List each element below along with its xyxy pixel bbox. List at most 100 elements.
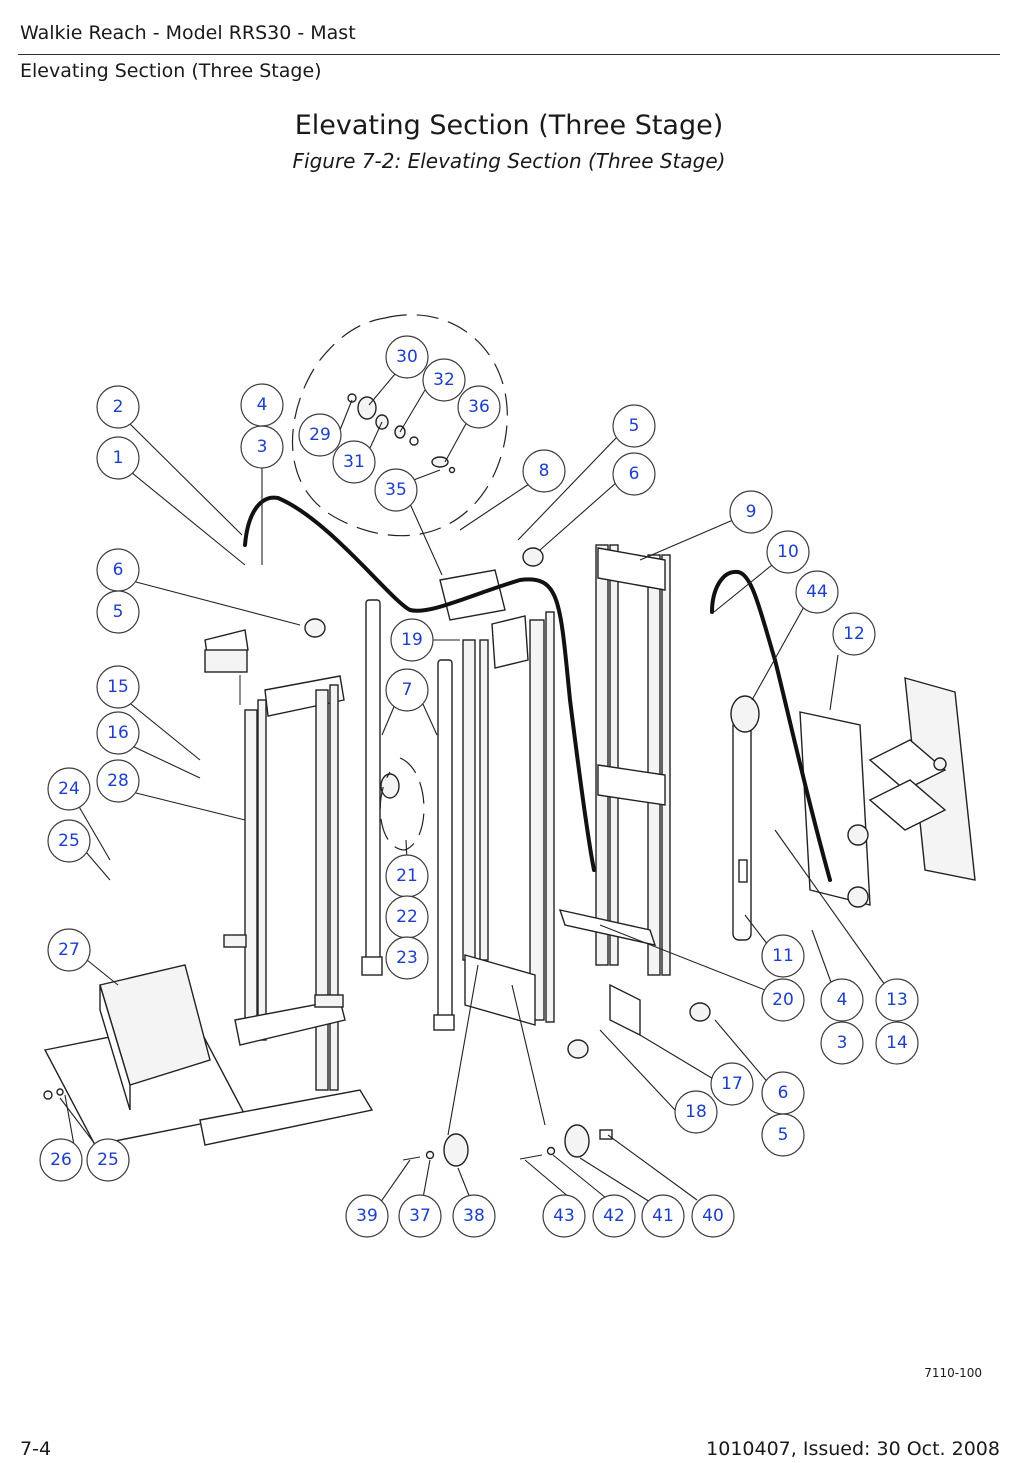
callout-2: 2 xyxy=(96,385,140,429)
callout-label: 4 xyxy=(257,395,268,415)
callout-label: 1 xyxy=(113,448,124,468)
callout-label: 3 xyxy=(257,437,268,457)
callout-label: 11 xyxy=(772,946,794,966)
callout-label: 2 xyxy=(113,397,124,417)
callout-6-bottom: 6 xyxy=(761,1071,805,1115)
callout-37: 37 xyxy=(398,1194,442,1238)
callout-label: 24 xyxy=(58,779,80,799)
callout-label: 6 xyxy=(778,1083,789,1103)
callout-label: 7 xyxy=(402,680,413,700)
callout-label: 26 xyxy=(50,1150,72,1170)
callout-20: 20 xyxy=(761,978,805,1022)
callout-26: 26 xyxy=(39,1138,83,1182)
callout-18: 18 xyxy=(674,1090,718,1134)
callout-label: 21 xyxy=(396,866,418,886)
callout-13: 13 xyxy=(875,978,919,1022)
callout-label: 40 xyxy=(702,1206,724,1226)
page-number: 7-4 xyxy=(20,1438,52,1460)
document-issue: 1010407, Issued: 30 Oct. 2008 xyxy=(706,1438,1000,1460)
callout-11: 11 xyxy=(761,934,805,978)
callout-label: 37 xyxy=(409,1206,431,1226)
callout-label: 5 xyxy=(113,602,124,622)
callout-label: 6 xyxy=(113,560,124,580)
callout-label: 18 xyxy=(685,1102,707,1122)
callout-4-right: 4 xyxy=(820,978,864,1022)
callout-3-right: 3 xyxy=(820,1021,864,1065)
callout-5-bottom: 5 xyxy=(761,1113,805,1157)
callout-14: 14 xyxy=(875,1021,919,1065)
callout-label: 35 xyxy=(385,480,407,500)
callout-label: 38 xyxy=(463,1206,485,1226)
callout-29: 29 xyxy=(298,413,342,457)
callout-27: 27 xyxy=(47,928,91,972)
callout-42: 42 xyxy=(592,1194,636,1238)
callout-44: 44 xyxy=(795,570,839,614)
header-title: Walkie Reach - Model RRS30 - Mast xyxy=(20,22,356,44)
callout-label: 30 xyxy=(396,347,418,367)
leader-lines xyxy=(59,373,886,1204)
callout-43: 43 xyxy=(542,1194,586,1238)
callout-label: 27 xyxy=(58,940,80,960)
callout-35: 35 xyxy=(374,468,418,512)
header-rule xyxy=(18,54,1000,55)
callout-9: 9 xyxy=(729,490,773,534)
callout-label: 12 xyxy=(843,624,865,644)
callout-label: 29 xyxy=(309,425,331,445)
callout-32: 32 xyxy=(422,358,466,402)
callout-label: 14 xyxy=(886,1033,908,1053)
callout-39: 39 xyxy=(345,1194,389,1238)
callout-label: 9 xyxy=(746,502,757,522)
callout-15: 15 xyxy=(96,665,140,709)
callout-21: 21 xyxy=(385,854,429,898)
header-subtitle: Elevating Section (Three Stage) xyxy=(20,60,322,82)
callout-label: 31 xyxy=(343,452,365,472)
callout-38: 38 xyxy=(452,1194,496,1238)
callout-label: 8 xyxy=(539,461,550,481)
callout-label: 4 xyxy=(837,990,848,1010)
callout-31: 31 xyxy=(332,440,376,484)
callout-40: 40 xyxy=(691,1194,735,1238)
callout-label: 5 xyxy=(629,416,640,436)
callout-24: 24 xyxy=(47,767,91,811)
callout-label: 15 xyxy=(107,677,129,697)
callout-6-top: 6 xyxy=(612,452,656,496)
callout-23: 23 xyxy=(385,936,429,980)
callout-label: 16 xyxy=(107,723,129,743)
callout-4: 4 xyxy=(240,383,284,427)
callout-label: 23 xyxy=(396,948,418,968)
callout-25-left: 25 xyxy=(47,819,91,863)
figure-caption: Figure 7-2: Elevating Section (Three Sta… xyxy=(292,149,726,173)
callout-label: 17 xyxy=(721,1074,743,1094)
callout-6: 6 xyxy=(96,548,140,592)
callout-label: 10 xyxy=(777,542,799,562)
callout-8: 8 xyxy=(522,449,566,493)
callout-19: 19 xyxy=(390,618,434,662)
callout-36: 36 xyxy=(457,385,501,429)
callout-5-top: 5 xyxy=(612,404,656,448)
callout-label: 42 xyxy=(603,1206,625,1226)
callout-1: 1 xyxy=(96,436,140,480)
mast-drawing xyxy=(43,314,976,1167)
callout-label: 41 xyxy=(652,1206,674,1226)
callout-17: 17 xyxy=(710,1062,754,1106)
callout-label: 6 xyxy=(629,464,640,484)
callout-label: 19 xyxy=(401,630,423,650)
page-title: Elevating Section (Three Stage) xyxy=(294,110,724,141)
callout-25-bottom: 25 xyxy=(86,1138,130,1182)
callout-3: 3 xyxy=(240,425,284,469)
callout-label: 43 xyxy=(553,1206,575,1226)
callout-label: 32 xyxy=(433,370,455,390)
callout-label: 44 xyxy=(806,582,828,602)
callout-7: 7 xyxy=(385,668,429,712)
callout-label: 3 xyxy=(837,1033,848,1053)
callout-label: 22 xyxy=(396,907,418,927)
callout-10: 10 xyxy=(766,530,810,574)
callout-16: 16 xyxy=(96,711,140,755)
callout-label: 13 xyxy=(886,990,908,1010)
callout-label: 20 xyxy=(772,990,794,1010)
callout-label: 5 xyxy=(778,1125,789,1145)
callout-30: 30 xyxy=(385,335,429,379)
callout-12: 12 xyxy=(832,612,876,656)
callout-5: 5 xyxy=(96,590,140,634)
